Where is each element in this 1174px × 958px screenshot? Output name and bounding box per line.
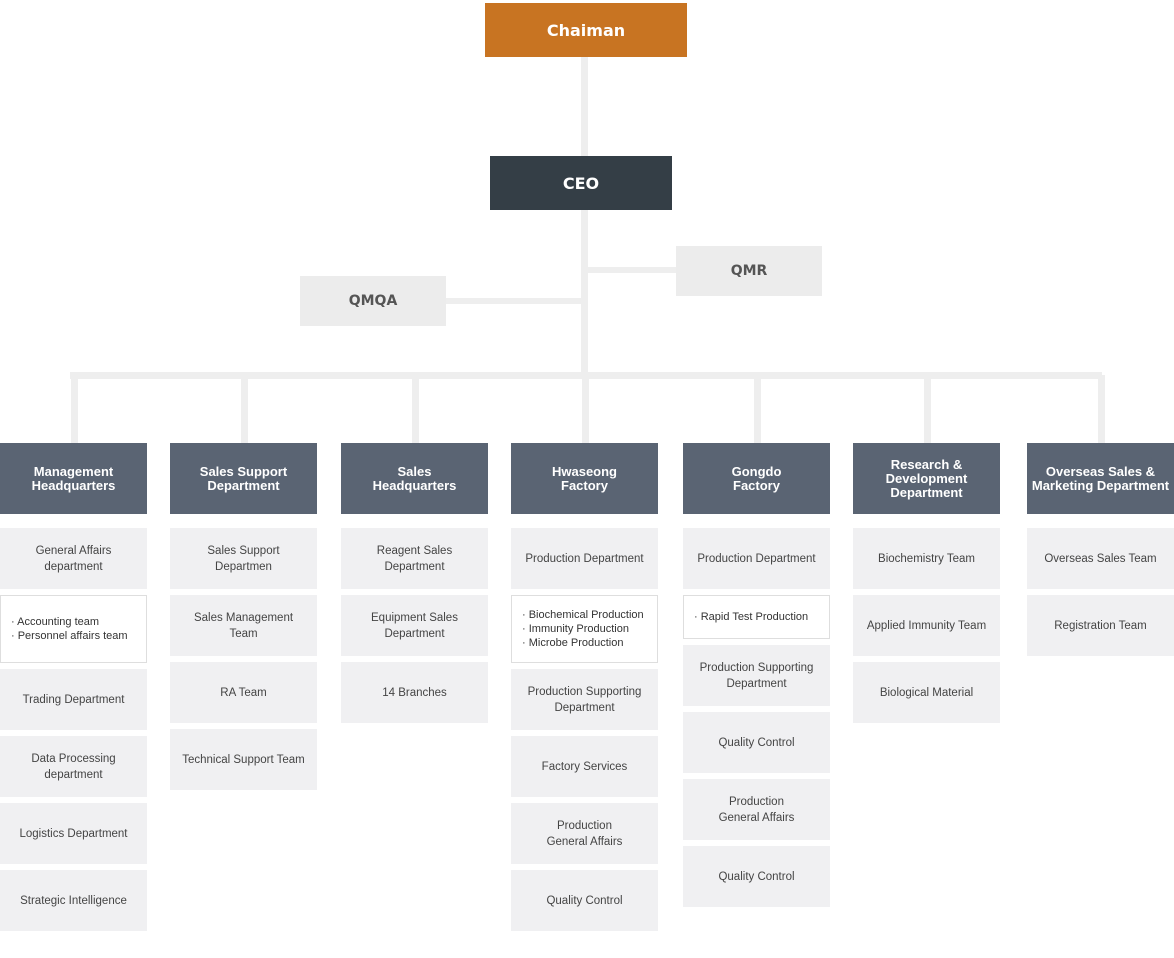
team-box: Factory Services — [511, 736, 658, 797]
qmqa-box: QMQA — [300, 276, 446, 326]
connector-drop — [411, 375, 419, 443]
department-header: Gongdo Factory — [683, 443, 830, 514]
team-box: Production Supporting Department — [511, 669, 658, 730]
team-box: Equipment Sales Department — [341, 595, 488, 656]
team-box: Trading Department — [0, 669, 147, 730]
team-box: Production Department — [683, 528, 830, 589]
sub-team-list: · Rapid Test Production — [683, 595, 830, 639]
team-box: Production Supporting Department — [683, 645, 830, 706]
connector-ceo-trunk — [581, 209, 588, 375]
team-box: Production General Affairs — [683, 779, 830, 840]
connector-drop — [753, 375, 761, 443]
team-box: Registration Team — [1027, 595, 1174, 656]
team-box: Logistics Department — [0, 803, 147, 864]
sub-team-list: · Biochemical Production · Immunity Prod… — [511, 595, 658, 663]
team-box: Applied Immunity Team — [853, 595, 1000, 656]
team-box: RA Team — [170, 662, 317, 723]
connector-drop — [1097, 375, 1105, 443]
department-header: Sales Support Department — [170, 443, 317, 514]
connector-drop — [581, 375, 589, 443]
qmr-label: QMR — [730, 263, 768, 279]
ceo-label: CEO — [562, 173, 600, 193]
connector-drop — [923, 375, 931, 443]
team-box: Sales Support Departmen — [170, 528, 317, 589]
team-box: General Affairs department — [0, 528, 147, 589]
department-header: Overseas Sales & Marketing Department — [1027, 443, 1174, 514]
connector-qmqa — [445, 298, 581, 304]
team-box: Biological Material — [853, 662, 1000, 723]
team-box: Technical Support Team — [170, 729, 317, 790]
qmqa-label: QMQA — [348, 293, 398, 309]
team-box: Quality Control — [683, 846, 830, 907]
team-box: Production Department — [511, 528, 658, 589]
chairman-box: Chaiman — [485, 3, 687, 57]
sub-team-list: · Accounting team · Personnel affairs te… — [0, 595, 147, 663]
connector-drop — [240, 375, 248, 443]
qmr-box: QMR — [676, 246, 822, 296]
team-box: 14 Branches — [341, 662, 488, 723]
team-box: Data Processing department — [0, 736, 147, 797]
chairman-label: Chaiman — [546, 20, 626, 40]
connector-qmr — [588, 267, 676, 273]
ceo-box: CEO — [490, 156, 672, 210]
team-box: Overseas Sales Team — [1027, 528, 1174, 589]
connector-chairman-ceo — [581, 56, 588, 156]
department-header: Sales Headquarters — [341, 443, 488, 514]
team-box: Production General Affairs — [511, 803, 658, 864]
department-header: Hwaseong Factory — [511, 443, 658, 514]
team-box: Strategic Intelligence — [0, 870, 147, 931]
team-box: Biochemistry Team — [853, 528, 1000, 589]
team-box: Quality Control — [683, 712, 830, 773]
team-box: Reagent Sales Department — [341, 528, 488, 589]
team-box: Sales Management Team — [170, 595, 317, 656]
department-header: Management Headquarters — [0, 443, 147, 514]
department-header: Research & Development Department — [853, 443, 1000, 514]
team-box: Quality Control — [511, 870, 658, 931]
connector-drop — [70, 375, 78, 443]
